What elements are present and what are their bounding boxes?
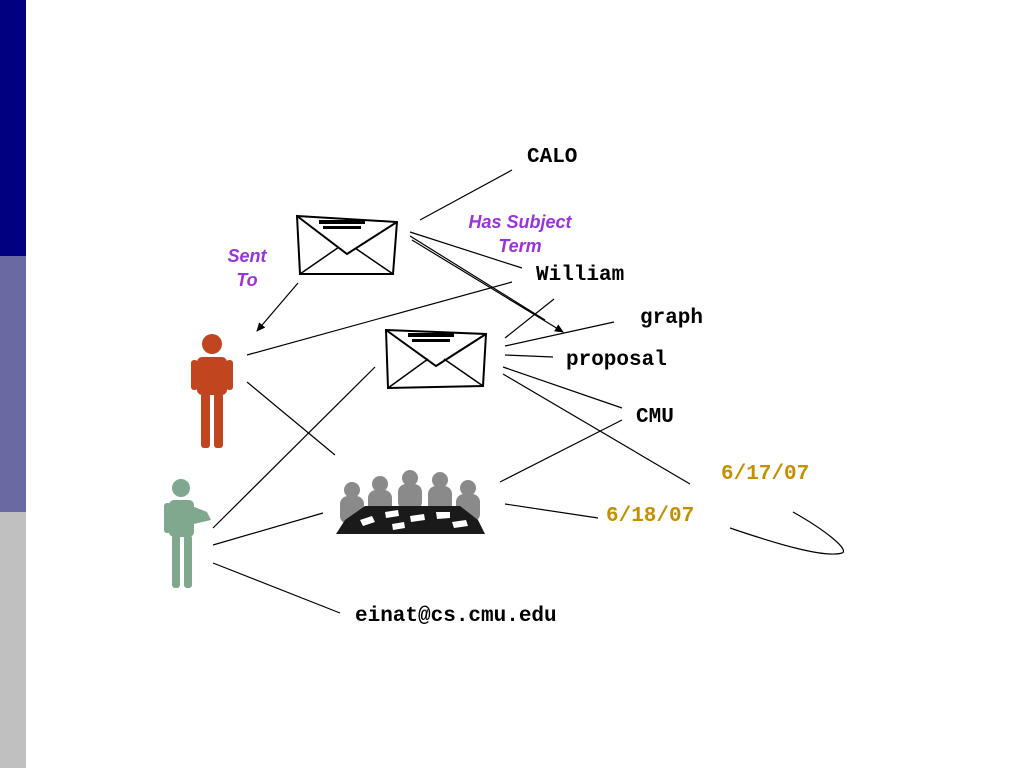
- edge-email1-proposal: [411, 239, 564, 333]
- relation-label-line: Sent: [227, 246, 267, 266]
- edges: [212, 169, 845, 614]
- edge-meeting-date2: [504, 503, 599, 519]
- term-william: William: [536, 264, 625, 287]
- sidebar-decoration: [0, 0, 26, 768]
- edge-email2-william: [504, 298, 555, 339]
- edge-email1-william: [409, 231, 523, 269]
- edge-email2-date1: [502, 373, 691, 485]
- edge-email1-calo: [419, 169, 513, 221]
- relation-label-line: Term: [498, 236, 542, 256]
- edge-person2-email: [212, 562, 341, 614]
- edge-email1-graph: [409, 235, 546, 321]
- term-proposal: proposal: [566, 349, 667, 372]
- email-address: einat@cs.cmu.edu: [355, 605, 557, 628]
- term-graph: graph: [640, 307, 704, 330]
- sidebar-segment-top: [0, 0, 26, 256]
- date-6-17-07: 6/17/07: [721, 463, 810, 486]
- relation-label-sent-to: Sent To: [212, 244, 282, 292]
- sidebar-segment-middle: [0, 256, 26, 512]
- edge-date-loop: [729, 511, 845, 555]
- term-calo: CALO: [527, 146, 578, 169]
- term-cmu: CMU: [636, 406, 674, 429]
- relation-label-line: To: [236, 270, 258, 290]
- date-6-18-07: 6/18/07: [606, 505, 695, 528]
- envelope-icon: [295, 214, 399, 275]
- person-presenting-icon: [164, 479, 211, 588]
- person-icon: [191, 334, 233, 448]
- sidebar-segment-bottom: [0, 512, 26, 768]
- relation-label-has-subject-term: Has Subject Term: [440, 210, 600, 258]
- edge-person1-william: [246, 281, 513, 356]
- edge-person1-meeting: [246, 381, 336, 456]
- meeting-icon: [336, 470, 485, 534]
- relation-label-line: Has Subject: [468, 212, 572, 232]
- edge-email2-proposal: [504, 354, 554, 358]
- envelope-icon: [384, 328, 488, 390]
- edge-email1-person1: [256, 282, 299, 332]
- edge-meeting-person2: [212, 512, 324, 546]
- edge-email2-cmu: [502, 366, 623, 409]
- edge-email2-person2: [212, 366, 376, 529]
- edge-meeting-cmu: [499, 419, 623, 483]
- edge-email2-graph: [504, 321, 615, 347]
